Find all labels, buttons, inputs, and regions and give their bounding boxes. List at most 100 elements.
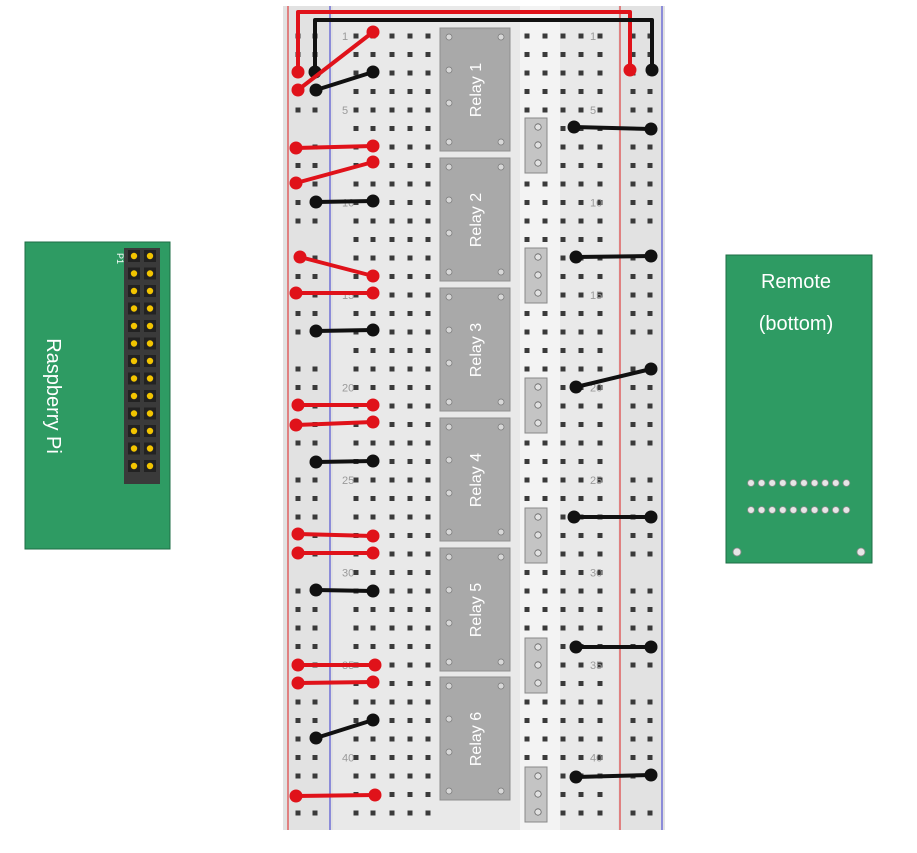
wire-segment (572, 125, 653, 131)
breadboard-hole (407, 348, 413, 353)
breadboard-hole (407, 237, 413, 242)
breadboard-hole (560, 699, 566, 705)
terminal-pin (534, 123, 542, 131)
wire-end (309, 195, 323, 209)
relay-body (439, 676, 511, 801)
gpio-pin (130, 375, 138, 382)
remote-pad (778, 479, 787, 487)
remote-pad (747, 479, 755, 487)
relay-6: Relay 6 (439, 676, 548, 823)
breadboard-hole (353, 255, 359, 261)
relay-label: Relay 2 (468, 193, 485, 247)
breadboard-hole (524, 736, 530, 742)
ground-jumper (309, 323, 380, 338)
breadboard-hole (542, 607, 548, 612)
wire-end (366, 675, 380, 689)
row-label: 25 (590, 475, 602, 487)
breadboard-hole (389, 588, 395, 594)
breadboard-hole (353, 274, 359, 279)
breadboard-hole (407, 440, 413, 446)
relay-pin (445, 229, 453, 237)
rail-hole (295, 366, 301, 372)
wire-end (366, 398, 380, 412)
terminal-pin (534, 383, 542, 391)
breadboard-hole (578, 237, 584, 242)
breadboard-hole (370, 607, 376, 612)
breadboard-hole (524, 755, 530, 760)
breadboard-hole (353, 33, 359, 39)
breadboard-hole (407, 588, 413, 594)
wire-segment (574, 773, 653, 779)
rail-hole (295, 718, 301, 723)
breadboard-hole (389, 70, 395, 76)
breadboard-hole (370, 773, 376, 779)
rail-hole (295, 773, 301, 779)
rail-hole (312, 385, 318, 390)
breadboard-hole (425, 477, 431, 483)
breadboard-hole (407, 292, 413, 298)
breadboard-hole (370, 440, 376, 446)
breadboard-hole (353, 625, 359, 631)
breadboard-hole (389, 329, 395, 335)
breadboard-hole (425, 551, 431, 557)
breadboard-hole (353, 107, 359, 113)
breadboard-hole (560, 200, 566, 205)
relay-pin (445, 748, 453, 756)
row-label: 20 (342, 383, 354, 395)
remote-board: Remote (bottom) (725, 254, 873, 564)
rail-hole (312, 699, 318, 705)
gpio-pin (146, 427, 154, 435)
rail-hole (647, 477, 653, 483)
rail-hole (312, 107, 318, 113)
gpio-pin (146, 270, 154, 277)
breadboard-hole (425, 607, 431, 612)
row-label: 10 (590, 198, 602, 210)
breadboard-hole (407, 144, 413, 150)
relay-pin (445, 163, 453, 171)
breadboard-hole (578, 218, 584, 224)
breadboard-hole (560, 366, 566, 372)
rail-hole (295, 163, 301, 168)
breadboard-hole (597, 718, 603, 723)
rail-hole (295, 625, 301, 631)
ground-jumper (309, 194, 380, 209)
gpio-pin (146, 375, 154, 382)
breadboard-hole (560, 144, 566, 150)
wire-end (309, 324, 323, 338)
breadboard-hole (407, 644, 413, 649)
breadboard-hole (425, 33, 431, 39)
breadboard-hole (407, 366, 413, 372)
gpio-pin (130, 305, 138, 312)
breadboard-hole (407, 329, 413, 335)
breadboard-hole (524, 607, 530, 612)
breadboard-hole (425, 126, 431, 131)
breadboard-hole (353, 52, 359, 57)
breadboard-hole (578, 681, 584, 686)
breadboard-hole (425, 533, 431, 538)
gpio-pin (130, 392, 138, 400)
breadboard-hole (389, 551, 395, 557)
breadboard-hole (389, 311, 395, 316)
breadboard-hole (370, 477, 376, 483)
breadboard-hole (542, 218, 548, 224)
rail-hole (630, 311, 636, 316)
wire-end (366, 139, 380, 153)
remote-pad (831, 506, 840, 514)
rail-hole (647, 181, 653, 187)
breadboard-hole (389, 107, 395, 113)
row-label: 5 (590, 105, 596, 117)
breadboard-hole (389, 607, 395, 612)
relay-pin (445, 293, 453, 301)
rail-hole (630, 385, 636, 390)
breadboard-hole (353, 181, 359, 187)
rail-hole (295, 588, 301, 594)
breadboard-hole (407, 181, 413, 187)
rail-hole (647, 292, 653, 298)
breadboard-hole (370, 699, 376, 705)
rail-hole (630, 329, 636, 335)
breadboard-hole (578, 181, 584, 187)
ground-jumper (309, 583, 380, 598)
gpio-pin (146, 410, 154, 417)
breadboard-hole (389, 33, 395, 39)
